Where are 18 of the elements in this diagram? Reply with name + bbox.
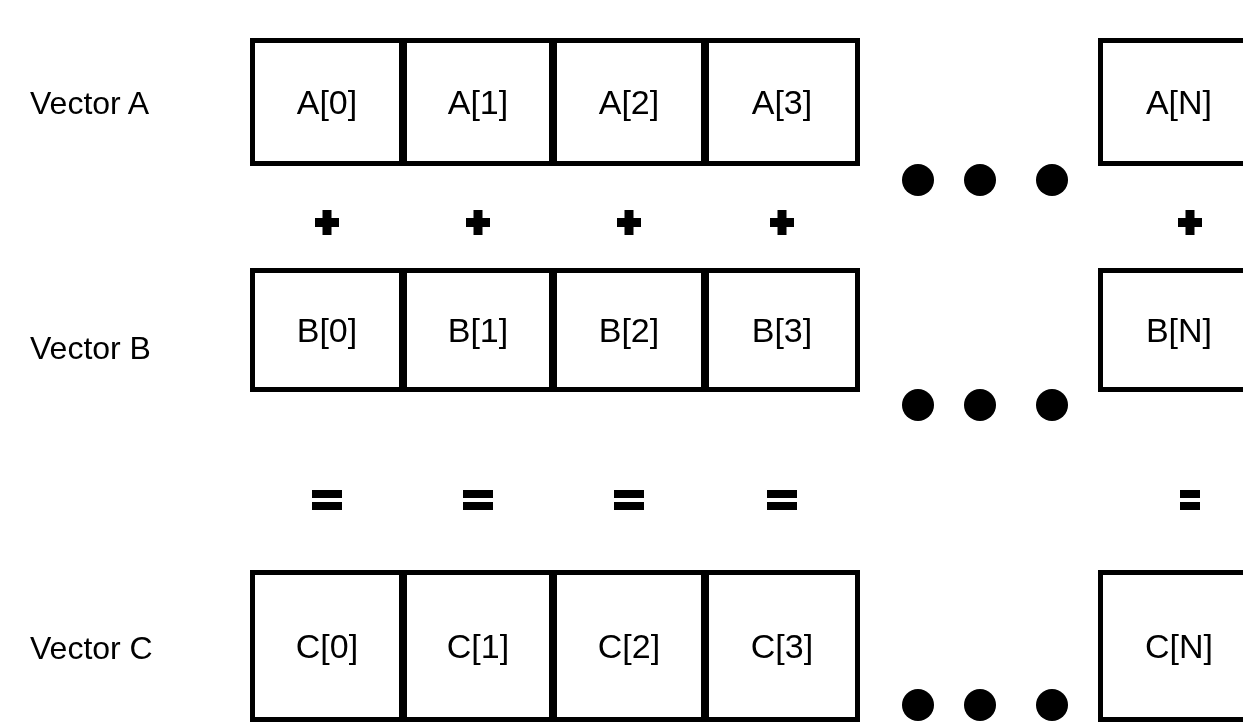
array-cell: C[3] xyxy=(704,570,860,722)
row-label: Vector C xyxy=(30,630,153,667)
array-cell: A[0] xyxy=(250,38,404,166)
array-cell: C[1] xyxy=(402,570,554,722)
array-cell: B[N] xyxy=(1098,268,1243,392)
array-cell: B[3] xyxy=(704,268,860,392)
array-cell: A[1] xyxy=(402,38,554,166)
row-label: Vector B xyxy=(30,330,151,367)
array-cell: B[1] xyxy=(402,268,554,392)
array-cell: A[N] xyxy=(1098,38,1243,166)
array-cell: C[0] xyxy=(250,570,404,722)
array-cell: B[2] xyxy=(552,268,706,392)
array-cell: A[3] xyxy=(704,38,860,166)
array-cell: A[2] xyxy=(552,38,706,166)
array-cell: B[0] xyxy=(250,268,404,392)
array-cell: C[2] xyxy=(552,570,706,722)
row-label: Vector A xyxy=(30,85,150,122)
array-cell: C[N] xyxy=(1098,570,1243,722)
